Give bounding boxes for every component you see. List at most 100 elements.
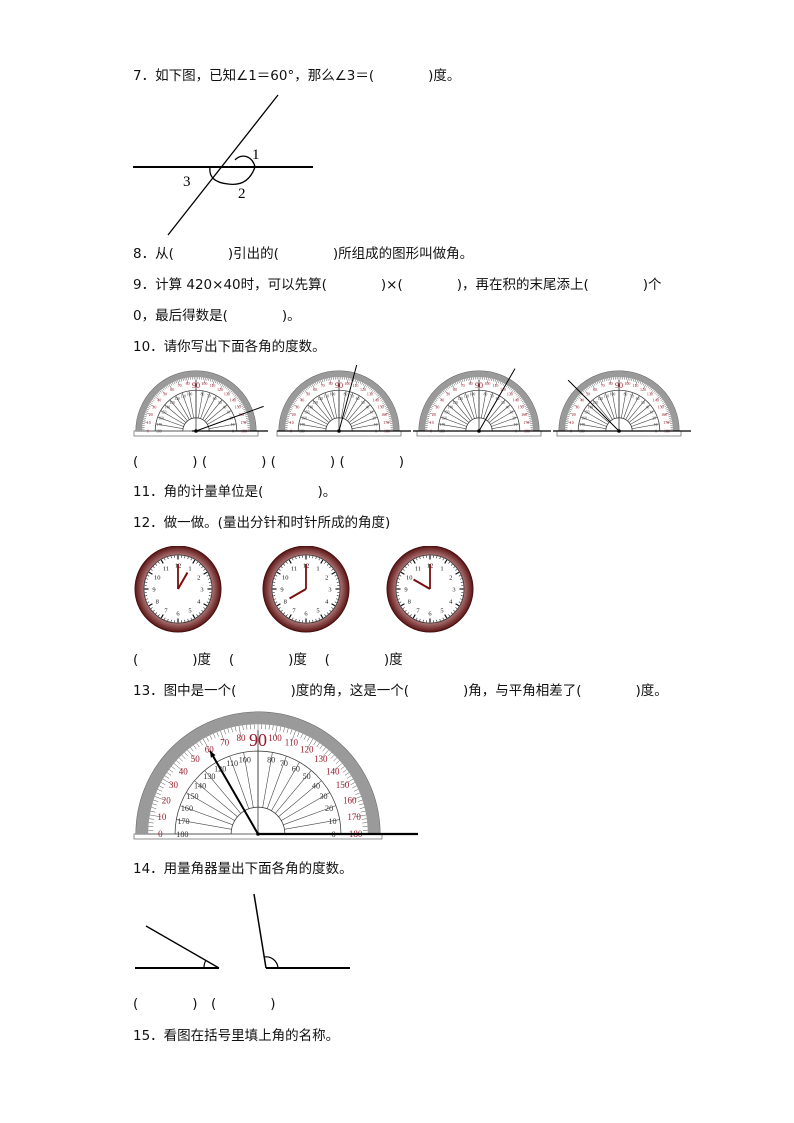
svg-text:110: 110 (632, 383, 638, 388)
svg-text:40: 40 (179, 766, 189, 776)
svg-text:120: 120 (640, 387, 646, 392)
svg-text:130: 130 (452, 401, 458, 405)
svg-text:1: 1 (316, 566, 319, 573)
svg-text:50: 50 (191, 754, 201, 764)
svg-text:30: 30 (575, 404, 579, 409)
angle-label-3: 3 (183, 174, 191, 190)
svg-text:150: 150 (336, 780, 350, 790)
question-8: 8．从( )引出的( )所组成的图形叫做角。 (133, 246, 474, 262)
svg-text:170: 170 (580, 423, 586, 427)
svg-text:130: 130 (203, 772, 215, 781)
svg-text:20: 20 (432, 412, 436, 417)
svg-text:80: 80 (624, 393, 628, 397)
svg-text:130: 130 (314, 754, 328, 764)
svg-text:70: 70 (630, 394, 634, 398)
question-9-line-1: 9．计算 420×40时，可以先算( )×( )，再在积的末尾添上( )个 (133, 277, 662, 293)
svg-text:140: 140 (326, 766, 340, 776)
svg-text:150: 150 (518, 404, 524, 409)
svg-text:100: 100 (330, 393, 336, 397)
svg-text:60: 60 (170, 387, 174, 392)
svg-text:70: 70 (350, 394, 354, 398)
svg-text:30: 30 (649, 411, 653, 415)
svg-text:140: 140 (373, 397, 379, 402)
svg-text:20: 20 (325, 804, 333, 813)
svg-text:2: 2 (197, 575, 200, 582)
svg-text:50: 50 (641, 401, 645, 405)
svg-text:60: 60 (205, 744, 215, 754)
svg-text:50: 50 (361, 401, 365, 405)
svg-text:100: 100 (470, 393, 476, 397)
svg-text:140: 140 (513, 397, 519, 402)
svg-text:120: 120 (598, 397, 604, 401)
svg-text:80: 80 (484, 393, 488, 397)
svg-text:130: 130 (507, 392, 513, 397)
protractor: 0180101702016030150401405013060120701108… (276, 361, 411, 437)
svg-text:40: 40 (223, 405, 227, 409)
svg-text:8: 8 (408, 599, 411, 606)
svg-text:50: 50 (163, 392, 167, 397)
svg-text:1: 1 (440, 566, 443, 573)
svg-text:3: 3 (328, 587, 331, 594)
question-7: 7．如下图，已知∠1＝60°，那么∠3＝( )度。 (133, 68, 461, 84)
svg-text:80: 80 (267, 756, 275, 765)
svg-text:40: 40 (506, 405, 510, 409)
svg-text:5: 5 (440, 607, 443, 614)
svg-text:70: 70 (207, 394, 211, 398)
svg-text:11: 11 (163, 566, 169, 573)
svg-text:160: 160 (581, 417, 587, 421)
svg-text:60: 60 (636, 397, 640, 401)
svg-text:9: 9 (404, 587, 407, 594)
svg-text:170: 170 (440, 423, 446, 427)
svg-text:4: 4 (449, 599, 453, 606)
svg-text:40: 40 (646, 405, 650, 409)
svg-text:160: 160 (381, 412, 387, 417)
svg-text:150: 150 (658, 404, 664, 409)
svg-text:110: 110 (285, 737, 299, 747)
svg-text:130: 130 (169, 401, 175, 405)
svg-text:30: 30 (295, 404, 299, 409)
svg-text:3: 3 (200, 587, 203, 594)
question-9-line-2: 0，最后得数是( )。 (133, 308, 301, 324)
svg-text:70: 70 (601, 383, 605, 388)
svg-text:60: 60 (313, 387, 317, 392)
svg-text:0: 0 (147, 428, 149, 433)
svg-text:120: 120 (318, 397, 324, 401)
question-11: 11．角的计量单位是( )。 (133, 484, 337, 500)
svg-text:150: 150 (304, 411, 310, 415)
svg-text:140: 140 (448, 405, 454, 409)
svg-text:100: 100 (201, 381, 207, 386)
svg-text:120: 120 (458, 397, 464, 401)
question-13: 13．图中是一个( )度的角，这是一个( )角，与平角相差了( )度。 (133, 683, 668, 699)
svg-text:6: 6 (428, 611, 432, 618)
svg-text:40: 40 (440, 397, 444, 402)
svg-text:140: 140 (230, 397, 236, 402)
svg-text:30: 30 (169, 780, 179, 790)
svg-text:140: 140 (165, 405, 171, 409)
svg-text:10: 10 (514, 423, 518, 427)
svg-text:80: 80 (201, 393, 205, 397)
svg-text:60: 60 (356, 397, 360, 401)
protractor: 0180101702016030150401405013060120701108… (413, 368, 551, 437)
svg-text:2: 2 (449, 575, 452, 582)
svg-text:170: 170 (663, 420, 669, 425)
svg-text:170: 170 (240, 420, 246, 425)
svg-text:70: 70 (178, 383, 182, 388)
svg-text:110: 110 (352, 383, 358, 388)
svg-text:50: 50 (218, 401, 222, 405)
svg-text:140: 140 (194, 781, 206, 790)
svg-text:4: 4 (197, 599, 201, 606)
svg-text:160: 160 (301, 417, 307, 421)
question-14: 14．用量角器量出下面各角的度数。 (133, 861, 353, 877)
svg-text:110: 110 (181, 394, 186, 398)
question-10-answers: ( ) ( ) ( ) ( ) (133, 454, 405, 470)
svg-text:7: 7 (164, 607, 168, 614)
svg-text:7: 7 (416, 607, 420, 614)
svg-text:10: 10 (231, 423, 235, 427)
svg-text:30: 30 (435, 404, 439, 409)
svg-text:160: 160 (441, 417, 447, 421)
